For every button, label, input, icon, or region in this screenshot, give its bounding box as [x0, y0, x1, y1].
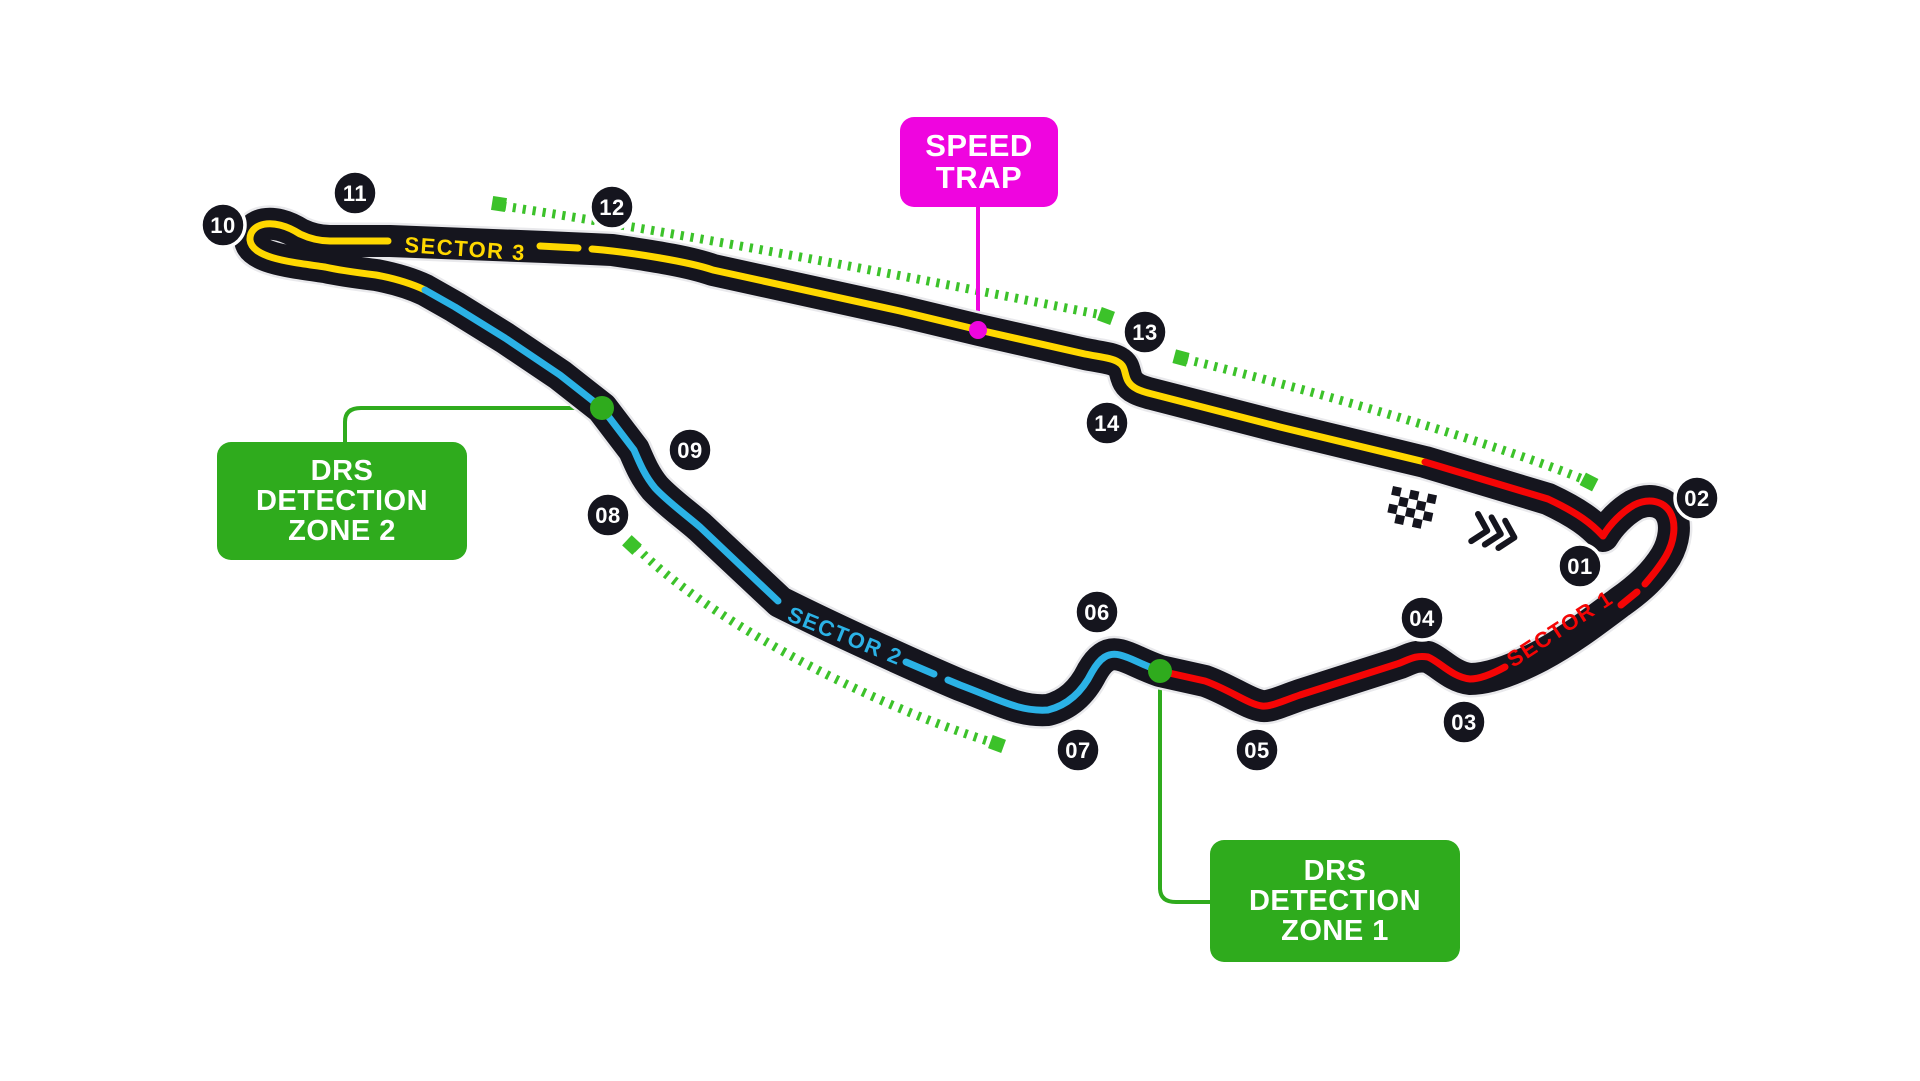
turn-marker-07: 07: [1054, 726, 1102, 774]
turn-marker-number: 06: [1084, 600, 1109, 625]
speed-trap-label-line1: SPEED: [925, 127, 1033, 163]
drs1-label-line1: DRS: [1303, 854, 1367, 887]
turn-marker-circle: [1233, 726, 1281, 774]
drs1-detection-dot: [1148, 659, 1172, 683]
drs2-label-line1: DRS: [310, 454, 374, 487]
turn-marker-circle: [588, 183, 636, 231]
sector3-line-dash: [536, 242, 582, 252]
turn-marker-circle: [331, 169, 379, 217]
turn-marker-number: 10: [210, 213, 235, 238]
drs2-label-line2: DETECTION: [255, 484, 429, 517]
checker-cell: [1415, 500, 1427, 512]
turn-marker-circle: [666, 426, 714, 474]
turn-marker-11: 11: [331, 169, 379, 217]
sector1-line-a: [1421, 458, 1678, 588]
drs2-connector-line: [343, 406, 596, 444]
turn-marker-number: 12: [599, 195, 624, 220]
turn-marker-circle: [1054, 726, 1102, 774]
turn-marker-03: 03: [1440, 698, 1488, 746]
turn-marker-number: 07: [1065, 738, 1090, 763]
turn-marker-circle: [1073, 588, 1121, 636]
turn-marker-circle: [1121, 308, 1169, 356]
turn-marker-13: 13: [1121, 308, 1169, 356]
turn-marker-circle: [1083, 399, 1131, 447]
sector1-line-b: [1156, 653, 1509, 710]
sector2-line-a: [944, 650, 1164, 714]
turn-marker-number: 03: [1451, 710, 1476, 735]
checker-cell: [1387, 503, 1399, 515]
turn-marker-number: 01: [1567, 554, 1592, 579]
sector1-line-dash: [1617, 588, 1641, 609]
drs-dash-end-squares: [490, 195, 1599, 753]
sector2-line-b: [421, 286, 782, 605]
turn-marker-12: 12: [588, 183, 636, 231]
turn-marker-02: 02: [1673, 474, 1721, 522]
drs1-label-line2: DETECTION: [1248, 884, 1422, 917]
drs-connectors: [343, 406, 1212, 904]
turn-markers: 01 02 03 04 05 06 07 08 09 10 11 12 13 14: [199, 169, 1721, 774]
turn-marker-05: 05: [1233, 726, 1281, 774]
drs-dash-zone-top: [502, 201, 1103, 320]
turn-marker-01: 01: [1556, 542, 1604, 590]
direction-chevrons-icon: [1468, 511, 1518, 551]
turn-marker-number: 08: [595, 503, 620, 528]
turn-marker-10: 10: [199, 201, 247, 249]
speed-trap-dot: [969, 321, 987, 339]
checker-cell: [1391, 486, 1402, 497]
sector3-line-b: [588, 245, 1429, 466]
turn-marker-08: 08: [584, 491, 632, 539]
turn-marker-number: 05: [1244, 738, 1269, 763]
turn-marker-circle: [1440, 698, 1488, 746]
sector2-line-dash: [902, 658, 938, 678]
turn-marker-number: 02: [1684, 486, 1709, 511]
checker-cell: [1422, 511, 1434, 522]
speed-trap-label-line2: TRAP: [935, 160, 1023, 195]
checkered-flag-icon: [1387, 486, 1438, 529]
drs-detection-zone1-callout: DRS DETECTION ZONE 1: [1210, 840, 1460, 962]
turn-marker-number: 09: [677, 438, 702, 463]
checker-cell: [1408, 489, 1420, 501]
checker-cell: [1404, 507, 1416, 519]
checker-cell: [1394, 514, 1405, 525]
drs1-label-line3: ZONE 1: [1281, 915, 1389, 948]
turn-marker-circle: [1673, 474, 1721, 522]
turn-marker-number: 14: [1094, 411, 1120, 436]
drs-dash-zone-back: [632, 543, 996, 748]
sector3-line-a: [246, 220, 429, 294]
drs1-connector-line: [1158, 678, 1212, 904]
turn-marker-04: 04: [1398, 594, 1446, 642]
turn-marker-circle: [199, 201, 247, 249]
turn-marker-09: 09: [666, 426, 714, 474]
checker-cell: [1398, 496, 1409, 508]
turn-marker-number: 13: [1132, 320, 1157, 345]
turn-marker-14: 14: [1083, 399, 1131, 447]
turn-marker-circle: [584, 491, 632, 539]
checker-cell: [1411, 518, 1423, 529]
turn-marker-06: 06: [1073, 588, 1121, 636]
turn-marker-circle: [1398, 594, 1446, 642]
drs-detection-zone2-callout: DRS DETECTION ZONE 2: [217, 442, 467, 560]
turn-marker-number: 04: [1409, 606, 1435, 631]
turn-marker-circle: [1556, 542, 1604, 590]
checker-cell: [1426, 493, 1438, 505]
speed-trap-callout: SPEED TRAP: [900, 117, 1058, 207]
drs2-detection-dot: [590, 396, 614, 420]
drs2-label-line3: ZONE 2: [288, 515, 396, 548]
turn-marker-number: 11: [343, 181, 367, 206]
drs-dashed-zones: [502, 201, 1587, 748]
